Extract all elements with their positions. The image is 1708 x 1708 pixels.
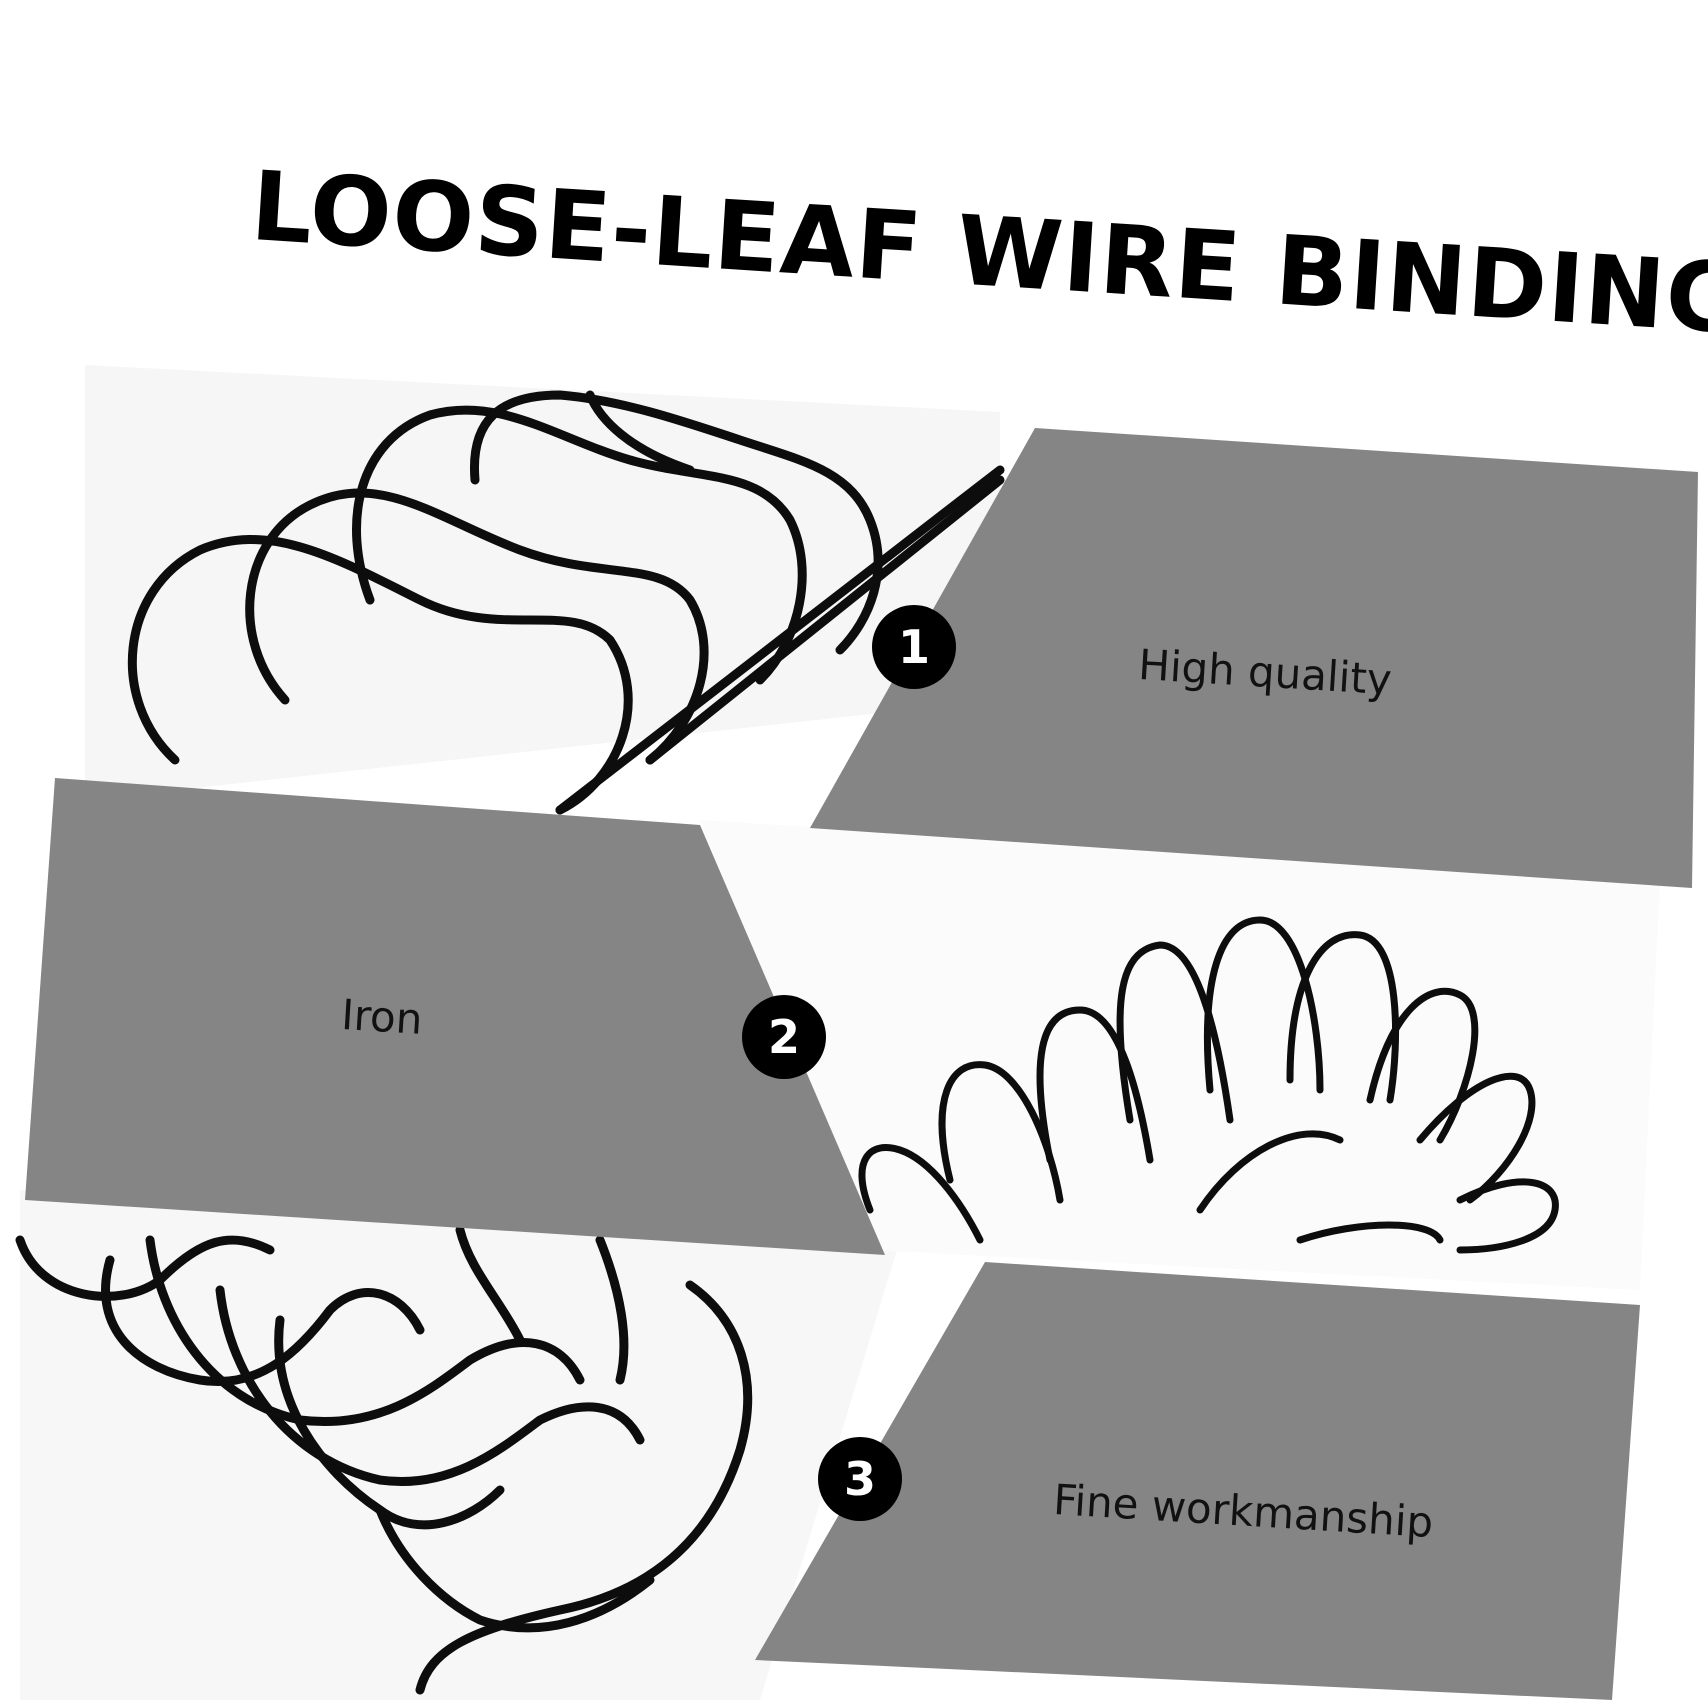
- wire-coil-arc: [858, 916, 1559, 1254]
- feature-badge-3: 3: [818, 1437, 902, 1521]
- photo-backdrop-middle: [700, 820, 1660, 1290]
- photo-backdrop-top: [85, 365, 1000, 800]
- feature-badge-1: 1: [872, 605, 956, 689]
- wire-coil-bottom: [15, 1225, 753, 1695]
- feature-label-2: Iron: [340, 990, 424, 1044]
- feature-panel-1: [810, 428, 1698, 888]
- feature-panel-3: [755, 1262, 1640, 1700]
- feature-badge-2: 2: [742, 995, 826, 1079]
- wire-coil-top: [128, 390, 1005, 815]
- photo-backdrop-bottom: [20, 1190, 900, 1700]
- feature-panel-2: [25, 778, 885, 1255]
